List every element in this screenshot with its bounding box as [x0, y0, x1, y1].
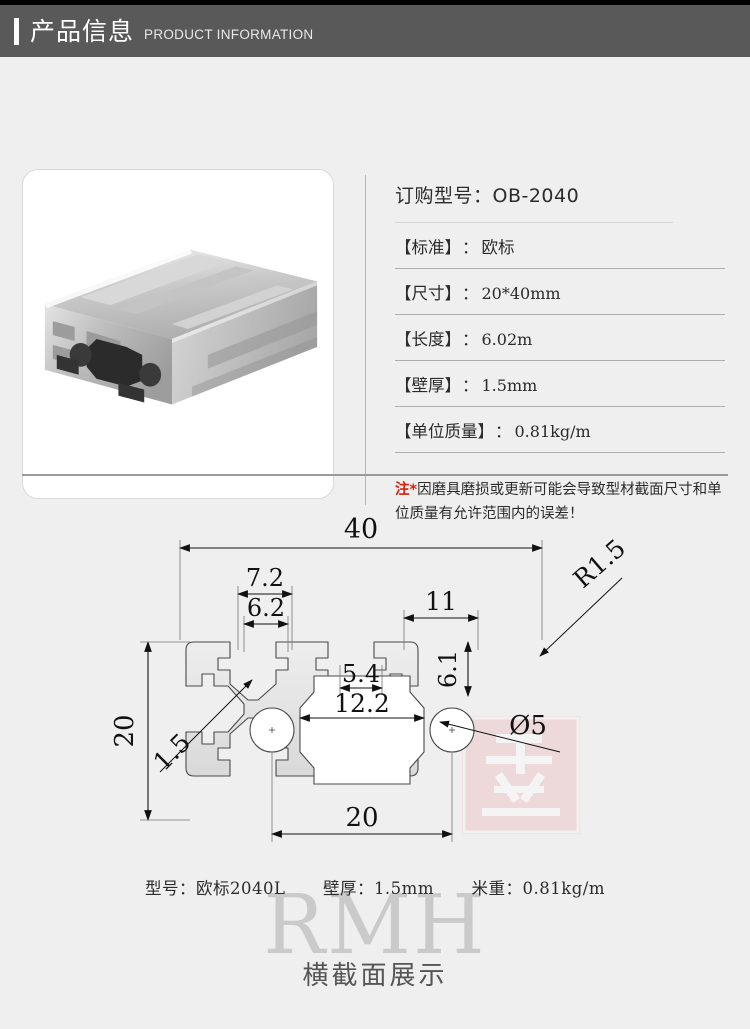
dim-label-height-20: 20 — [110, 714, 140, 747]
spec-key-length: 【长度】 — [395, 330, 461, 349]
dim-slot-inner: 6.2 — [242, 594, 290, 652]
spec-panel: 订购型号：OB-2040 【标准】 ： 欧标 【尺寸】 ： 20*40mm 【长… — [395, 181, 725, 527]
note-text: 因磨具磨损或更新可能会导致型材截面尺寸和单位质量有允许范围内的误差！ — [395, 482, 722, 522]
spec-key-standard: 【标准】 — [395, 238, 461, 257]
header-accent-bar — [14, 17, 19, 45]
spec-rule-3 — [395, 360, 725, 361]
spec-colon-wall: ： — [462, 376, 479, 395]
spec-key-size: 【尺寸】 — [395, 284, 461, 303]
order-model-line: 订购型号：OB-2040 — [395, 185, 580, 207]
drawing-caption: 型号：欧标2040L 壁厚：1.5mm 米重：0.81kg/m — [0, 875, 750, 899]
dim-groove-depth: 6.1 — [434, 640, 472, 698]
spec-colon-unit-weight: ： — [495, 422, 512, 441]
spec-colon-standard: ： — [462, 238, 479, 257]
dim-label-7-2: 7.2 — [246, 564, 284, 592]
red-seal-watermark — [462, 716, 580, 834]
central-cavity — [299, 675, 425, 785]
section-divider — [22, 474, 728, 476]
dim-label-12-2: 12.2 — [334, 689, 390, 718]
spec-row-standard: 【标准】 ： 欧标 — [395, 223, 725, 268]
spec-colon-length: ： — [462, 330, 479, 349]
dim-core-gap: 5.4 — [338, 660, 384, 695]
spec-rule-top — [395, 222, 673, 223]
dim-label-6-1: 6.1 — [434, 650, 462, 688]
spec-key-wall: 【壁厚】 — [395, 376, 461, 395]
spec-row-length: 【长度】 ： 6.02m — [395, 315, 725, 360]
spec-row-unit-weight: 【单位质量】 ： 0.81kg/m — [395, 407, 725, 452]
dim-label-40: 40 — [344, 514, 378, 545]
top-black-strip — [0, 0, 750, 5]
dim-label-5-4: 5.4 — [342, 660, 380, 688]
header-title-cn: 产品信息 — [30, 16, 135, 46]
profile-cross-section — [185, 641, 475, 785]
dim-label-bore: Ø5 — [509, 711, 547, 741]
spec-colon-size: ： — [462, 284, 479, 303]
product-photo-card — [22, 169, 334, 499]
dim-label-6-2: 6.2 — [247, 594, 285, 622]
caption-model-value: 欧标2040L — [195, 879, 286, 898]
cross-section-title: 横截面展示 — [302, 961, 448, 991]
dim-overall-height: 20 — [110, 640, 190, 822]
caption-weight-value: 0.81kg/m — [522, 879, 605, 898]
vertical-divider — [365, 175, 366, 505]
caption-wall-label: 壁厚： — [322, 879, 374, 898]
caption-wall-value: 1.5mm — [373, 879, 434, 898]
spec-value-standard: 欧标 — [481, 238, 515, 257]
dim-corner-radius: R1.5 — [539, 533, 631, 657]
note-mark: 注* — [395, 482, 418, 498]
dim-core-width: 12.2 — [298, 689, 426, 722]
spec-value-size: 20*40mm — [481, 284, 561, 303]
product-info-section: 订购型号：OB-2040 【标准】 ： 欧标 【尺寸】 ： 20*40mm 【长… — [0, 57, 750, 522]
header-title-en: PRODUCT INFORMATION — [144, 27, 314, 42]
dim-overall-width: 40 — [178, 514, 544, 640]
spec-value-length: 6.02m — [481, 330, 533, 349]
technical-drawing: 40 7.2 6.2 11 6.1 — [110, 514, 631, 842]
caption-model-label: 型号： — [144, 879, 196, 898]
dim-hole-spacing: 20 — [270, 752, 454, 842]
spec-value-wall: 1.5mm — [481, 376, 538, 395]
spec-rule-5 — [395, 452, 725, 453]
product-photo-image — [23, 170, 333, 498]
dim-bore-diameter: Ø5 — [439, 711, 561, 753]
spec-row-wall: 【壁厚】 ： 1.5mm — [395, 361, 725, 406]
caption-weight-label: 米重： — [471, 879, 523, 898]
page-header: 产品信息 PRODUCT INFORMATION — [0, 5, 750, 57]
tolerance-note: 注*因磨具磨损或更新可能会导致型材截面尺寸和单位质量有允许范围内的误差！ — [395, 479, 725, 527]
dim-label-11: 11 — [425, 587, 457, 616]
spec-rule-2 — [395, 314, 725, 315]
dim-slot-outer: 7.2 — [236, 564, 294, 650]
cross-section-drawing-section: 40 7.2 6.2 11 6.1 — [0, 490, 750, 1029]
dim-groove-width: 11 — [402, 587, 480, 650]
dim-label-spacing-20: 20 — [345, 803, 378, 833]
spec-row-size: 【尺寸】 ： 20*40mm — [395, 269, 725, 314]
spec-value-unit-weight: 0.81kg/m — [514, 422, 591, 441]
spec-key-unit-weight: 【单位质量】 — [395, 422, 494, 441]
dim-label-r1-5: R1.5 — [568, 533, 631, 593]
spec-rule-4 — [395, 406, 725, 407]
spec-rule-1 — [395, 268, 725, 269]
